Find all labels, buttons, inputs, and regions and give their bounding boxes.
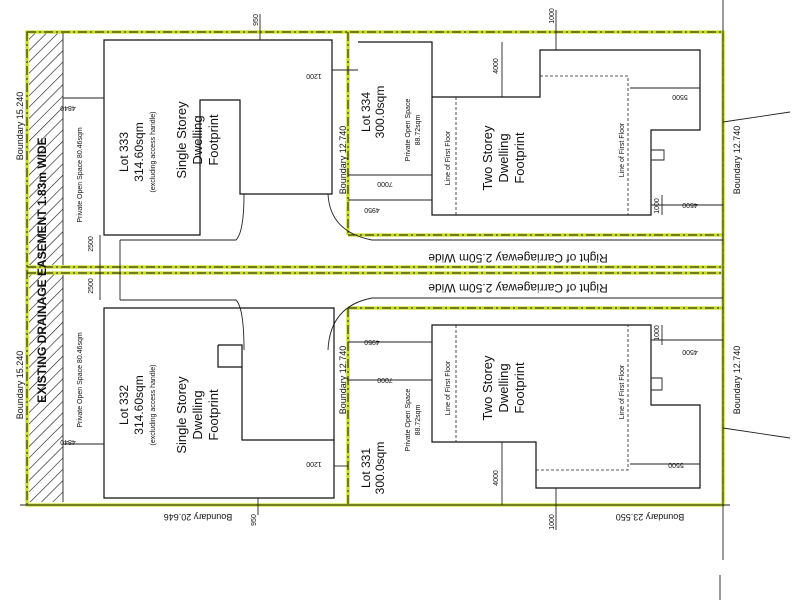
boundary-right-bottom: Boundary 12.740 bbox=[732, 346, 742, 415]
lot331-footprint-1: Two Storey bbox=[480, 355, 495, 421]
dim-2500-b: 2500 bbox=[88, 278, 95, 294]
dim-1200-top: 1200 bbox=[306, 72, 322, 79]
lot332-footprint-1: Single Storey bbox=[174, 376, 189, 454]
lot334-footprint-3: Footprint bbox=[512, 132, 527, 184]
dim-1200-bottom: 1200 bbox=[306, 460, 322, 467]
boundary-mid-top: Boundary 12.740 bbox=[338, 126, 348, 195]
access-driveway bbox=[119, 193, 723, 351]
lot334-footprint-1: Two Storey bbox=[480, 125, 495, 191]
dim-1000-right-bottom: 1000 bbox=[654, 325, 661, 341]
dim-2500-a: 2500 bbox=[88, 236, 95, 252]
dim-950-bottom: 950 bbox=[251, 514, 258, 526]
dim-7000-bottom: 7000 bbox=[377, 376, 393, 383]
boundary-right-top: Boundary 12.740 bbox=[732, 126, 742, 195]
boundary-bottom-right: Boundary 23.550 bbox=[616, 512, 685, 522]
dim-4950-top: 4950 bbox=[364, 206, 380, 213]
dim-4840-top: 4840 bbox=[60, 104, 76, 111]
boundary-left-bottom: Boundary 15.240 bbox=[15, 351, 25, 420]
lot332-area: 314.60sqm bbox=[132, 375, 146, 434]
lot334-dwelling-outline bbox=[358, 41, 701, 216]
lot334-first-floor: Line of First Floor bbox=[445, 130, 452, 185]
easement-hatch-top bbox=[29, 33, 63, 265]
lot333-title: Lot 333 bbox=[117, 132, 131, 172]
lot332-footprint-2: Dwelling bbox=[190, 390, 205, 439]
lot331-dwelling-outline bbox=[431, 324, 701, 489]
lot332-dwelling-outline bbox=[103, 307, 335, 499]
dim-4000-top: 4000 bbox=[493, 58, 500, 74]
dim-4840-bottom: 4840 bbox=[60, 438, 76, 445]
lot334-title: Lot 334 bbox=[359, 92, 373, 132]
lot333-area: 314.60sqm bbox=[132, 122, 146, 181]
lot332-note: (excluding access handle) bbox=[150, 365, 157, 446]
lot331-first-floor: Line of First Floor bbox=[445, 360, 452, 415]
lot332-title: Lot 332 bbox=[117, 385, 131, 425]
lot333-footprint-2: Dwelling bbox=[190, 115, 205, 164]
lot334-open-space-1: Private Open Space bbox=[405, 99, 412, 162]
lot331-area: 300.0sqm bbox=[373, 442, 387, 495]
dim-950-top: 950 bbox=[253, 14, 260, 26]
lot334-first-floor-right: Line of First Floor bbox=[619, 122, 626, 177]
dim-4950-bottom: 4950 bbox=[364, 338, 380, 345]
lot333-note: (excluding access handle) bbox=[150, 112, 157, 193]
dim-4500-bottom: 4500 bbox=[682, 348, 698, 355]
lot332-footprint-3: Footprint bbox=[206, 389, 221, 441]
lot331-open-space-2: 88.72sqm bbox=[415, 404, 422, 435]
dim-5500-bottom: 5500 bbox=[668, 461, 684, 468]
outside-linework bbox=[20, 0, 791, 600]
lot333-footprint-3: Footprint bbox=[206, 114, 221, 166]
row-label-top: Right of Carriageway 2.50m Wide bbox=[428, 251, 608, 265]
lot334-open-space-2: 88.72sqm bbox=[415, 114, 422, 145]
lot331-first-floor-right: Line of First Floor bbox=[619, 364, 626, 419]
dim-4500-top: 4500 bbox=[682, 201, 698, 208]
lot333-dwelling-outline bbox=[103, 39, 333, 236]
boundary-mid-bottom: Boundary 12.740 bbox=[338, 346, 348, 415]
lot334-footprint-2: Dwelling bbox=[496, 133, 511, 182]
boundary-left-top: Boundary 15.240 bbox=[15, 92, 25, 161]
dim-1000-bottom: 1000 bbox=[549, 514, 556, 530]
lot331-title: Lot 331 bbox=[359, 448, 373, 488]
lot331-footprint-3: Footprint bbox=[512, 362, 527, 414]
lot333-footprint-1: Single Storey bbox=[174, 101, 189, 179]
easement-hatch-bottom bbox=[29, 272, 63, 502]
easement-label: EXISTING DRAINAGE EASEMENT 1.83m WIDE bbox=[35, 137, 49, 402]
dim-5500-top: 5500 bbox=[672, 93, 688, 100]
dim-1000-right-top: 1000 bbox=[654, 198, 661, 214]
dim-1000-top: 1000 bbox=[549, 8, 556, 24]
dim-7000-top: 7000 bbox=[377, 180, 393, 187]
lot331-open-space-1: Private Open Space bbox=[405, 389, 412, 452]
row-label-bottom: Right of Carriageway 2.50m Wide bbox=[428, 281, 608, 295]
boundary-bottom-left: Boundary 20.646 bbox=[164, 512, 233, 522]
lot332-open-space: Private Open Space 80.46sqm bbox=[77, 332, 84, 428]
dimension-lines bbox=[63, 10, 723, 530]
lot333-open-space: Private Open Space 80.46sqm bbox=[77, 127, 84, 223]
dim-4000-bottom: 4000 bbox=[493, 470, 500, 486]
lot332-dwelling-inset bbox=[218, 344, 334, 441]
lot334-area: 300.0sqm bbox=[373, 86, 387, 139]
lot331-footprint-2: Dwelling bbox=[496, 363, 511, 412]
